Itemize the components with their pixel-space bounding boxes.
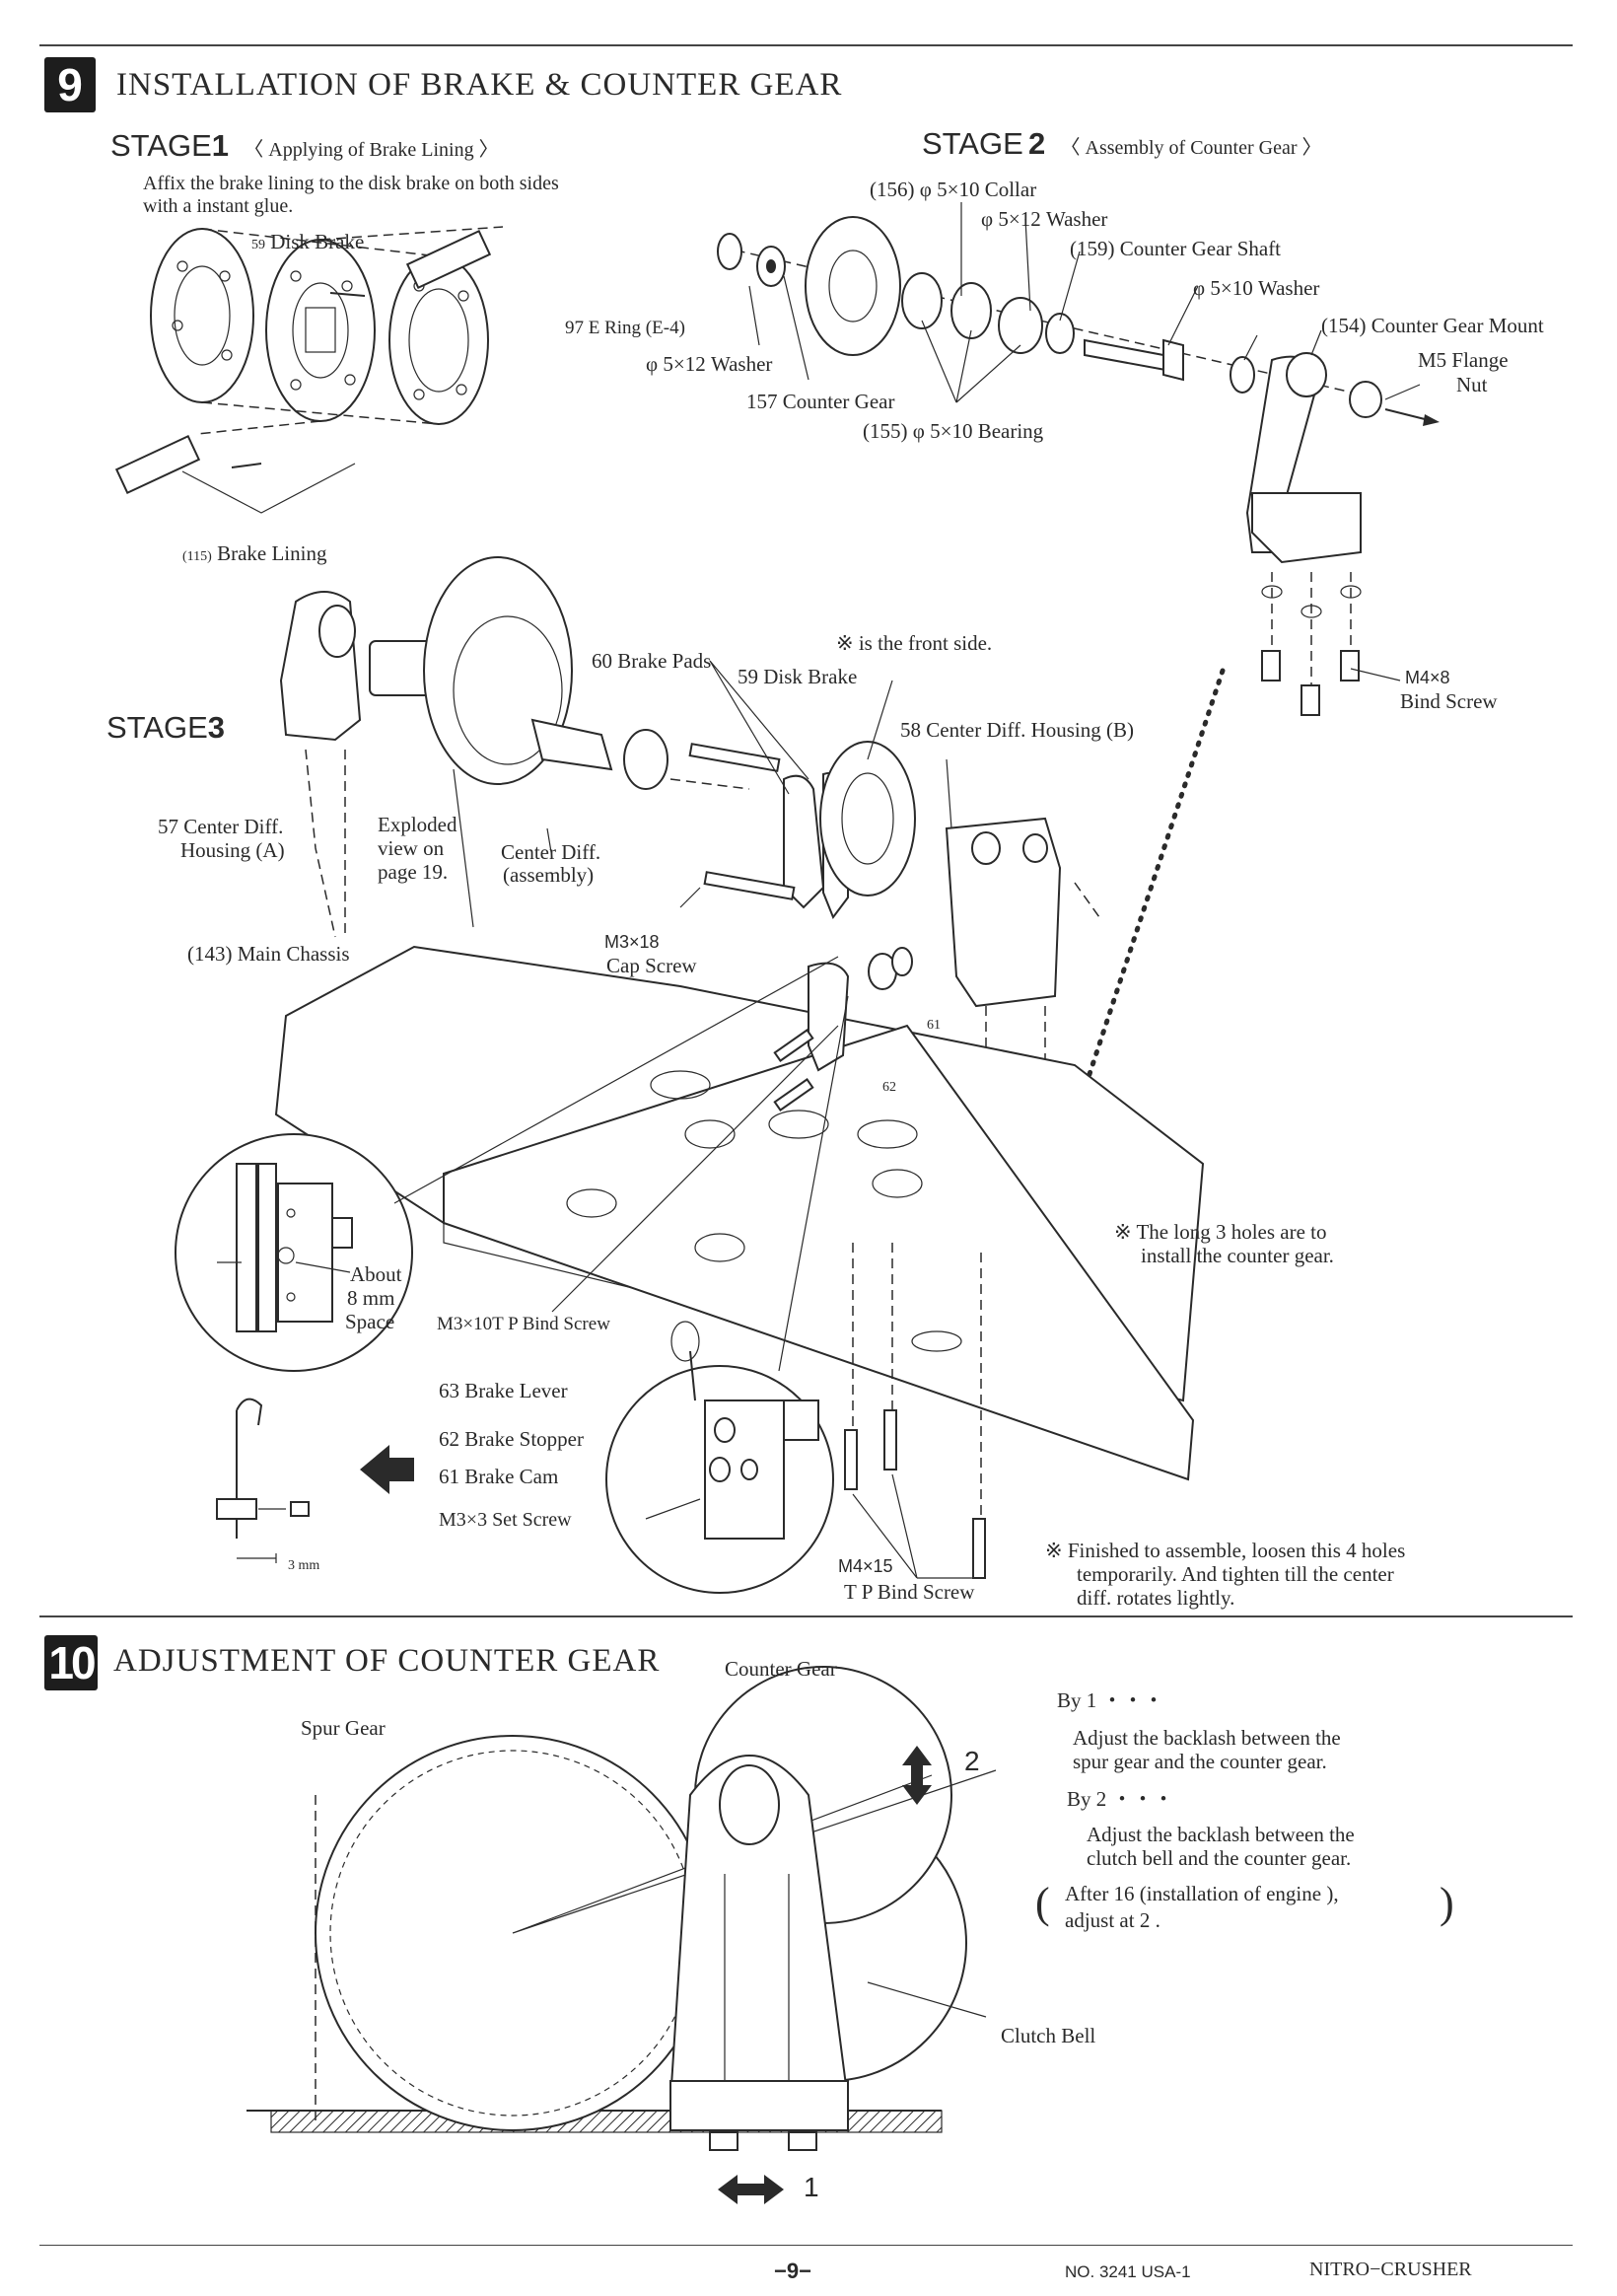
stage3-about-label-2: 8 mm bbox=[347, 1286, 395, 1310]
stage3-heading: STAGE3 bbox=[106, 710, 226, 745]
stage3-ref-61: 61 bbox=[927, 1018, 941, 1033]
section10-after-2: adjust at 2 . bbox=[1065, 1908, 1160, 1932]
section10-by2-text-2: clutch bell and the counter gear. bbox=[1087, 1846, 1352, 1870]
section-10-badge: 10 bbox=[44, 1635, 98, 1690]
stage3-cap-screw-label-1: M3×18 bbox=[604, 932, 660, 952]
section10-paren-left: ( bbox=[1035, 1879, 1050, 1927]
section-9-badge: 9 bbox=[44, 57, 96, 112]
stage1-drawing bbox=[114, 226, 504, 514]
model-name: NITRO−CRUSHER bbox=[1309, 2259, 1472, 2280]
stage3-drawing bbox=[274, 556, 1205, 1579]
bottom-rule bbox=[39, 2245, 1573, 2246]
stage1-instruction-line1: Affix the brake lining to the disk brake… bbox=[143, 173, 559, 194]
stage3-about-label-1: About bbox=[350, 1262, 402, 1286]
stage3-front-side-note: ※ is the front side. bbox=[836, 631, 993, 655]
stage3-mm-label: 3 mm bbox=[288, 1558, 320, 1573]
stage3-brake-pads-label: 60 Brake Pads bbox=[592, 649, 712, 673]
section-9-title: INSTALLATION OF BRAKE & COUNTER GEAR bbox=[116, 67, 843, 103]
section10-counter-gear-label: Counter Gear bbox=[725, 1657, 837, 1681]
middle-rule bbox=[39, 1615, 1573, 1617]
stage2-washer-5x10-label: φ 5×10 Washer bbox=[1193, 276, 1320, 300]
arrow-left-icon bbox=[360, 1445, 414, 1494]
stage3-about-label-3: Space bbox=[345, 1310, 395, 1333]
detail-circle-left bbox=[175, 1133, 413, 1372]
section10-by2: By 2 ・・・ bbox=[1067, 1787, 1174, 1811]
section10-by1-text-1: Adjust the backlash between the bbox=[1073, 1726, 1341, 1750]
stage3-finished-note-1: ※ Finished to assemble, loosen this 4 ho… bbox=[1045, 1539, 1406, 1562]
section-10-title: ADJUSTMENT OF COUNTER GEAR bbox=[113, 1643, 661, 1679]
detail-leaders bbox=[393, 956, 849, 1372]
stage3-housing-a-label-1: 57 Center Diff. bbox=[158, 815, 284, 838]
doc-number: NO. 3241 USA-1 bbox=[1065, 2262, 1191, 2281]
stage2-bind-screw-label-1: M4×8 bbox=[1405, 668, 1450, 687]
stage3-finished-note-2: temporarily. And tighten till the center bbox=[1077, 1562, 1394, 1586]
stage2-bind-screw-label-2: Bind Screw bbox=[1400, 689, 1498, 713]
stage2-drawing bbox=[717, 202, 1440, 716]
section10-paren-right: ) bbox=[1440, 1879, 1454, 1927]
stage3-finished-note-3: diff. rotates lightly. bbox=[1077, 1586, 1235, 1610]
stage3-center-diff-label-2: (assembly) bbox=[503, 863, 595, 887]
stage3-exploded-label-2: view on bbox=[378, 836, 445, 860]
stage3-m4-screw-label-2: T P Bind Screw bbox=[844, 1580, 975, 1604]
stage3-cap-screw-label-2: Cap Screw bbox=[606, 954, 697, 977]
section10-arrow-2-label: 2 bbox=[964, 1746, 980, 1776]
stage3-brake-cam-label: 61 Brake Cam bbox=[439, 1465, 559, 1488]
stage3-long-holes-note-2: install the counter gear. bbox=[1141, 1244, 1334, 1267]
stage3-main-chassis-label: (143) Main Chassis bbox=[187, 942, 350, 966]
stage2-counter-gear-label: 157 Counter Gear bbox=[746, 390, 895, 413]
stage2-heading: STAGE 2 〈 Assembly of Counter Gear 〉 bbox=[922, 126, 1322, 161]
stage3-brake-lever-label: 63 Brake Lever bbox=[439, 1379, 568, 1402]
top-rule bbox=[39, 44, 1573, 46]
double-arrow-vertical-icon bbox=[902, 1746, 932, 1805]
section10-by1-text-2: spur gear and the counter gear. bbox=[1073, 1750, 1327, 1773]
stage1-instruction-line2: with a instant glue. bbox=[143, 195, 294, 217]
hook-rod-detail bbox=[216, 1398, 310, 1563]
section10-arrow-1-label: 1 bbox=[804, 2172, 819, 2202]
stage3-long-holes-note-1: ※ The long 3 holes are to bbox=[1114, 1220, 1327, 1244]
section10-by2-text-1: Adjust the backlash between the bbox=[1087, 1823, 1355, 1846]
stage3-exploded-label-3: page 19. bbox=[378, 860, 449, 884]
section10-after-1: After 16 (installation of engine ), bbox=[1065, 1882, 1339, 1905]
stage2-flange-nut-label-2: Nut bbox=[1456, 373, 1488, 396]
stage3-center-diff-label-1: Center Diff. bbox=[501, 840, 601, 864]
page-number: −9− bbox=[774, 2259, 811, 2283]
stage3-ref-62: 62 bbox=[882, 1080, 896, 1095]
section10-drawing bbox=[246, 1666, 997, 2151]
section10-clutch-bell-label: Clutch Bell bbox=[1001, 2024, 1096, 2047]
stage3-brake-stopper-label: 62 Brake Stopper bbox=[439, 1427, 584, 1451]
stage3-m4-screw-label-1: M4×15 bbox=[838, 1556, 893, 1576]
stage1-heading: STAGE1 〈 Applying of Brake Lining 〉 bbox=[110, 128, 499, 163]
stage2-collar-label: (156) φ 5×10 Collar bbox=[870, 178, 1037, 201]
stage2-flange-nut-label-1: M5 Flange bbox=[1418, 348, 1509, 372]
section10-by1: By 1 ・・・ bbox=[1057, 1688, 1164, 1712]
stage2-shaft-label: (159) Counter Gear Shaft bbox=[1070, 237, 1282, 260]
stage1-disk-brake-label: 59 Disk Brake bbox=[251, 230, 365, 253]
stage2-washer-5x12-bottom-label: φ 5×12 Washer bbox=[646, 352, 773, 376]
double-arrow-icon bbox=[718, 2175, 784, 2204]
stage3-housing-a-label-2: Housing (A) bbox=[180, 838, 285, 862]
stage3-exploded-label-1: Exploded bbox=[378, 813, 457, 836]
stage2-washer-5x12-top-label: φ 5×12 Washer bbox=[981, 207, 1108, 231]
stage3-tp-bind-screw-label: M3×10T P Bind Screw bbox=[437, 1314, 610, 1334]
stage3-housing-b-label: 58 Center Diff. Housing (B) bbox=[900, 718, 1134, 742]
stage1-brake-lining-label: (115) Brake Lining bbox=[182, 541, 327, 565]
stage2-mount-label: (154) Counter Gear Mount bbox=[1321, 314, 1544, 337]
detail-circle-right bbox=[605, 1321, 834, 1594]
stage2-bearing-label: (155) φ 5×10 Bearing bbox=[863, 419, 1044, 443]
stage3-disk-brake-label: 59 Disk Brake bbox=[738, 665, 858, 688]
stage3-set-screw-label: M3×3 Set Screw bbox=[439, 1509, 572, 1531]
section10-spur-gear-label: Spur Gear bbox=[301, 1716, 386, 1740]
stage2-e-ring-label: 97 E Ring (E-4) bbox=[565, 318, 685, 338]
